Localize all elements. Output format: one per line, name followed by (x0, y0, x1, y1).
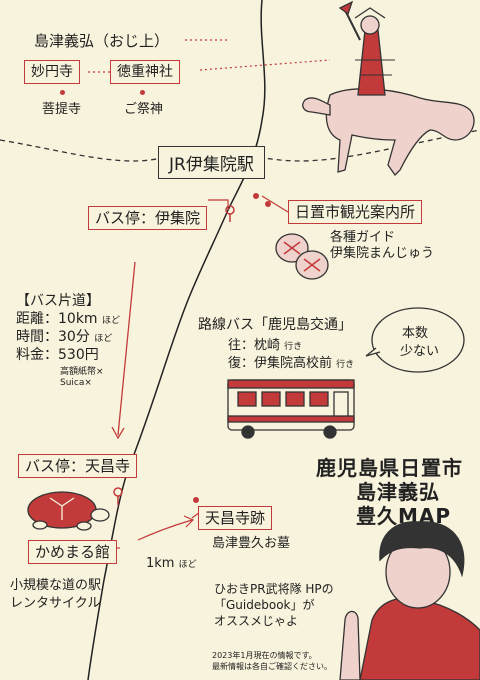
bubble-line1: 本数 (402, 326, 429, 341)
jikan-suffix: ほど (94, 334, 113, 344)
ou-label: 往：枕崎 (228, 338, 281, 353)
rail-line (0, 129, 480, 162)
note2: Suica× (60, 378, 92, 388)
route-arrowhead (111, 426, 125, 440)
kanko-sub2: 伊集院まんじゅう (330, 246, 435, 261)
ou-row: 往：枕崎 行き (228, 334, 302, 353)
bochi-label: 島津豊久お墓 (212, 536, 291, 551)
bus-stop-tensho: バス停：天昌寺 (18, 454, 138, 478)
myoenji-label: 妙円寺 (24, 60, 80, 84)
pr-line2: 「Guidebook」が (214, 598, 315, 612)
ou-suffix: 行き (284, 342, 303, 352)
shimazu-oji-label: 島津義弘（おじ上） (34, 32, 170, 50)
kanko-label: 日置市観光案内所 (288, 200, 423, 224)
tokushige-label: 徳重神社 (110, 60, 180, 84)
bodaiji-label: 菩提寺 (42, 102, 82, 117)
kamemaru-label: かめまる館 (28, 540, 118, 564)
kibo1: 小規模な道の駅 (10, 578, 102, 593)
km-arrow (137, 519, 193, 541)
gosaijin-label: ご祭神 (124, 102, 164, 117)
bus-stop-ijuin: バス停：伊集院 (88, 206, 208, 230)
pr-line1: ひおきPR武将隊 HPの (214, 582, 334, 596)
jr-ijuin-station: JR伊集院駅 (158, 146, 265, 179)
myoenji-dot (60, 90, 65, 95)
dotted-to-horse (199, 59, 331, 71)
pr-line3: オススメじゃよ (214, 614, 299, 628)
footer-line1: 2023年1月現在の情報です。 (212, 651, 317, 660)
title-line2: 島津義弘 (356, 480, 440, 504)
km-label: 1km (146, 556, 175, 571)
rosen-label: 路線バス「鹿児島交通」 (198, 317, 352, 333)
kibo2: レンタサイクル (10, 596, 101, 611)
note1: 高額紙幣× (60, 367, 104, 377)
ryokin-label: 料金：530円 (16, 347, 99, 363)
kyori-suffix: ほど (102, 316, 121, 326)
kyori-row: 距離：10km ほど (16, 308, 120, 328)
fuku-row: 復：伊集院高校前 行き (228, 352, 354, 371)
km-arrowhead (183, 515, 195, 528)
route-arrow (117, 261, 136, 436)
main-road (87, 0, 266, 680)
km-row: 1km ほど (146, 556, 197, 571)
kanko-leader (261, 195, 289, 213)
title-line1: 鹿児島県日置市 (316, 456, 463, 480)
tenshoji-ato-label: 天昌寺跡 (198, 506, 273, 530)
kanko-sub1: 各種ガイド (330, 230, 396, 245)
jikan-label: 時間：30分 (16, 329, 90, 345)
tokushige-dot (140, 90, 145, 95)
footer-line2: 最新情報は各自ご確認ください。 (212, 662, 332, 671)
jikan-row: 時間：30分 ほど (16, 326, 112, 346)
kyori-label: 距離：10km (16, 311, 98, 327)
fuku-label: 復：伊集院高校前 (228, 356, 333, 371)
fuku-suffix: 行き (336, 360, 355, 370)
bubble-line2: 少ない (400, 344, 440, 359)
bus-kata-title: 【バス片道】 (16, 293, 100, 309)
km-suffix: ほど (178, 560, 197, 570)
